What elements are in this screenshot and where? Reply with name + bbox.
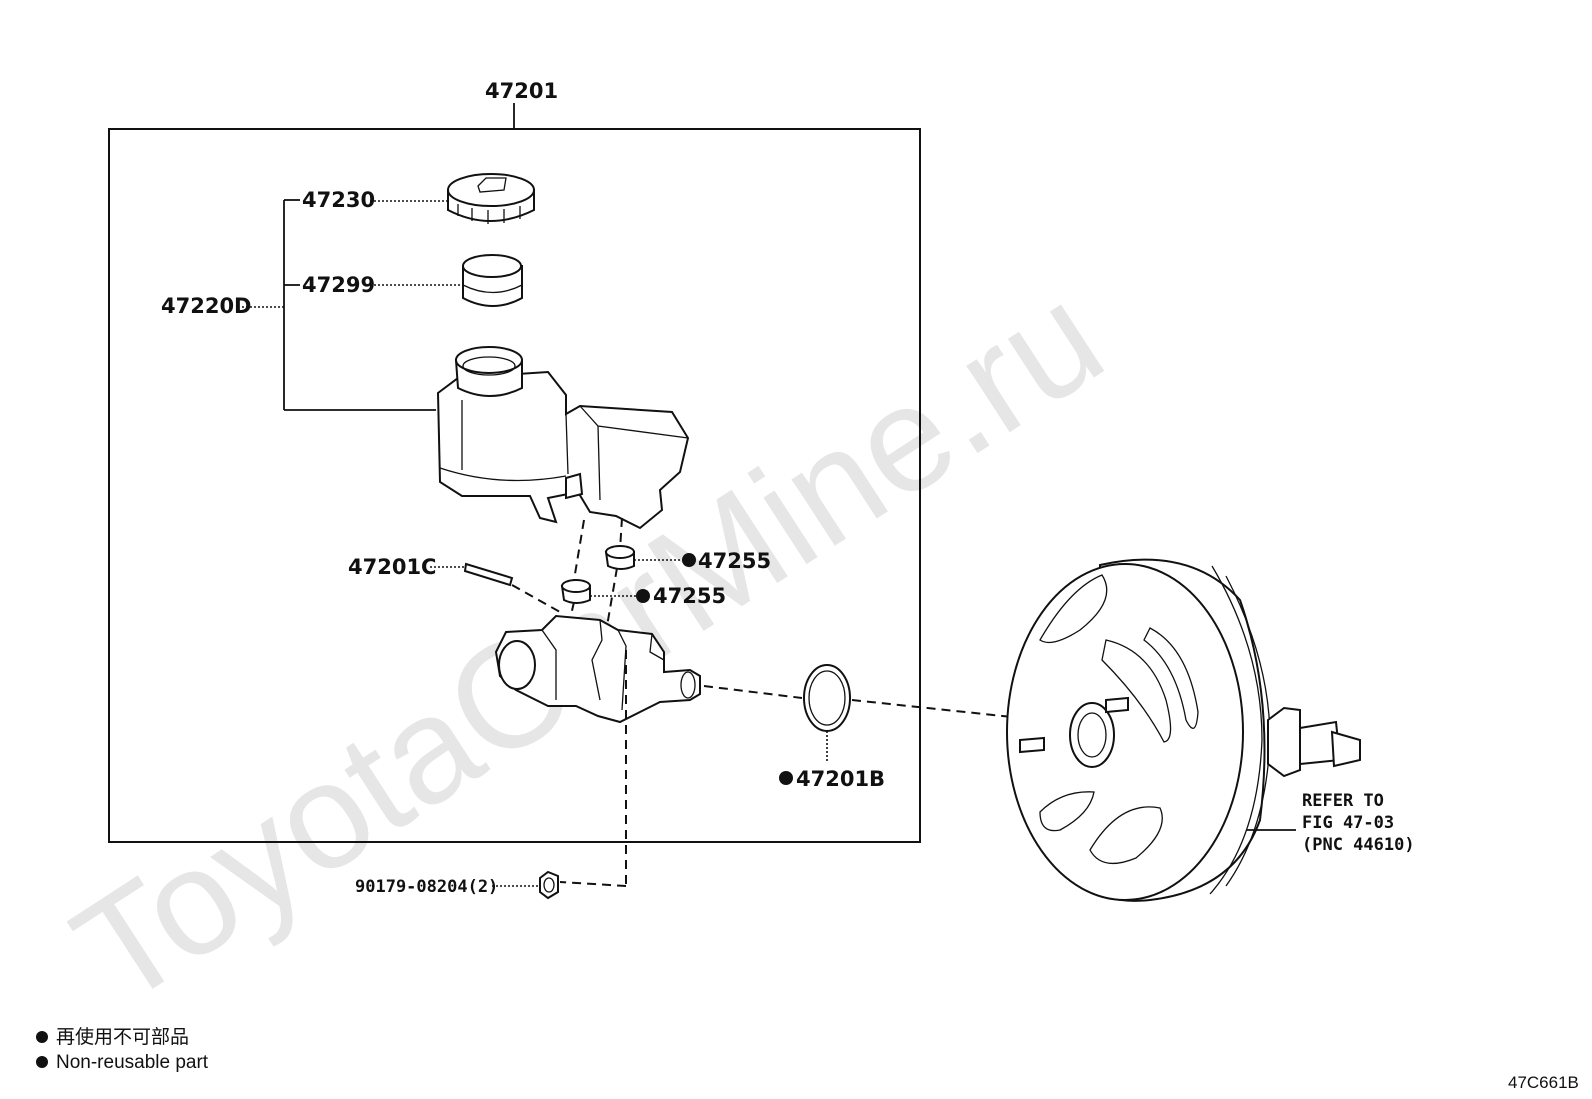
non-reusable-marker	[779, 771, 793, 785]
label-oring: 47201B	[796, 767, 885, 791]
label-cap: 47230	[302, 188, 375, 212]
legend-english: Non-reusable part	[56, 1052, 209, 1073]
label-nut: 90179-08204(2)	[355, 877, 498, 897]
o-ring	[803, 664, 851, 732]
label-assembly: 47201	[485, 79, 558, 103]
non-reusable-marker	[636, 589, 650, 603]
label-grommet-upper: 47255	[698, 549, 771, 573]
legend-bullet	[36, 1031, 48, 1043]
legend-japanese: 再使用不可部品	[56, 1026, 189, 1048]
figure-code: 47C661B	[1508, 1073, 1579, 1092]
label-pin: 47201C	[348, 555, 436, 579]
label-grommet-lower: 47255	[653, 584, 726, 608]
non-reusable-marker	[682, 553, 696, 567]
brake-booster	[1006, 558, 1361, 902]
reservoir-strainer	[462, 254, 523, 307]
reservoir-cap	[447, 173, 535, 224]
mounting-nut	[539, 870, 559, 900]
label-kit: 47220D	[161, 294, 252, 318]
grommet-lower	[560, 579, 591, 604]
reference-line-1: REFER TO	[1302, 791, 1384, 811]
brake-fluid-reservoir	[436, 346, 690, 530]
legend-bullet	[36, 1056, 48, 1068]
reference-line-2: FIG 47-03	[1302, 813, 1394, 833]
master-cylinder	[494, 614, 701, 724]
reservoir-pin	[463, 562, 514, 587]
grommet-upper	[604, 545, 635, 570]
label-strainer: 47299	[302, 273, 375, 297]
reference-line-3: (PNC 44610)	[1302, 835, 1415, 855]
